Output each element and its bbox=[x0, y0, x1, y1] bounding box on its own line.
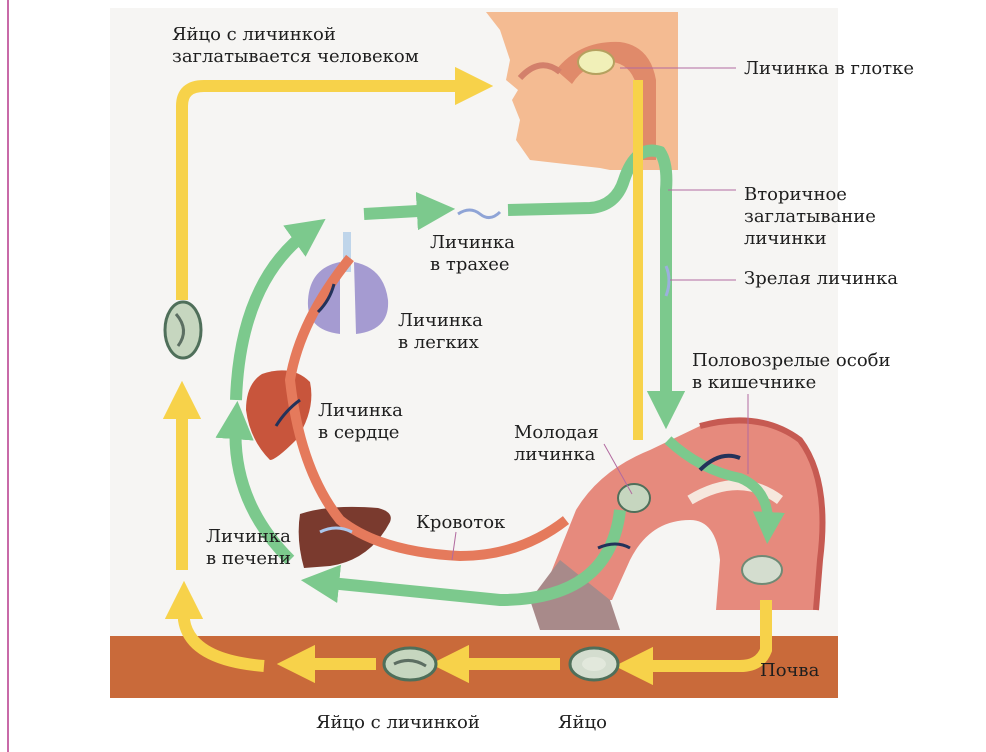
label-egg-swallowed: Яйцо с личинкой заглатывается человеком bbox=[172, 24, 419, 68]
label-larva-trachea: Личинка в трахее bbox=[430, 232, 515, 276]
egg-pharynx bbox=[578, 50, 614, 74]
label-young-larva: Молодая личинка bbox=[514, 422, 599, 466]
label-egg-with-larva: Яйцо с личинкой bbox=[316, 712, 480, 734]
label-larva-liver: Личинка в печени bbox=[206, 526, 291, 570]
label-larva-lungs: Личинка в легких bbox=[398, 310, 483, 354]
lungs bbox=[308, 232, 388, 334]
young-larva-egg bbox=[618, 484, 650, 512]
label-mature-larva: Зрелая личинка bbox=[744, 268, 898, 290]
egg-in-intestine bbox=[742, 556, 782, 584]
label-larva-heart: Личинка в сердце bbox=[318, 400, 403, 444]
label-bloodstream: Кровоток bbox=[416, 512, 505, 534]
label-larva-pharynx: Личинка в глотке bbox=[744, 58, 914, 80]
label-secondary-swallow: Вторичное заглатывание личинки bbox=[744, 184, 876, 250]
label-soil: Почва bbox=[760, 660, 819, 682]
green-to-trachea bbox=[364, 210, 436, 214]
label-egg: Яйцо bbox=[558, 712, 607, 734]
label-adults-intestine: Половозрелые особи в кишечнике bbox=[692, 350, 891, 394]
egg-soil bbox=[570, 648, 618, 680]
larva-trachea-icon bbox=[458, 210, 500, 218]
egg-with-larva-soil bbox=[384, 648, 436, 680]
egg-with-larva-left bbox=[165, 302, 201, 358]
